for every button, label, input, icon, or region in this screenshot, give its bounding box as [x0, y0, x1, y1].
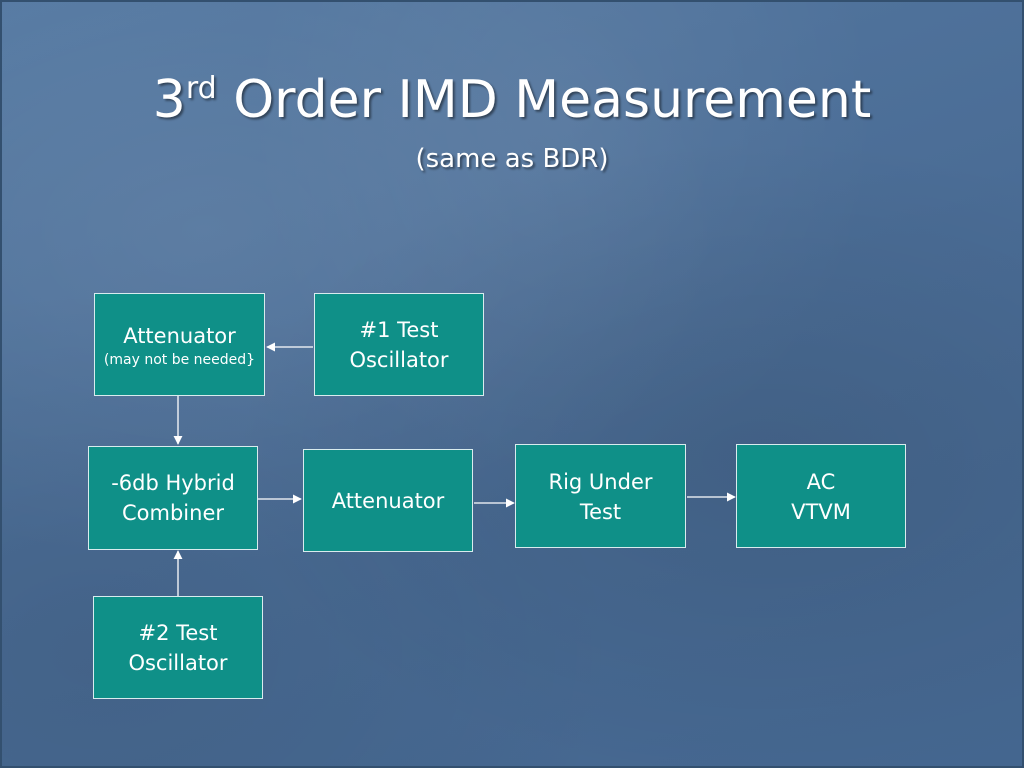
node-hybrid-combiner-line1: -6db Hybrid	[111, 471, 235, 495]
title-number: 3	[152, 70, 186, 130]
node-ac-vtvm-line1: AC	[806, 470, 836, 494]
node-attenuator-1: Attenuator (may not be needed}	[94, 293, 265, 396]
node-attenuator-1-note: (may not be needed}	[103, 351, 256, 368]
node-rig-under-test-line1: Rig Under	[548, 470, 653, 494]
title-ordinal-superscript: rd	[185, 71, 217, 106]
node-rig-under-test: Rig Under Test	[515, 444, 686, 548]
node-ac-vtvm-line2: VTVM	[791, 500, 851, 524]
node-attenuator-2: Attenuator	[303, 449, 473, 552]
node-test-oscillator-2-line2: Oscillator	[128, 650, 228, 675]
title-text: Order IMD Measurement	[216, 70, 872, 130]
node-rig-under-test-line2: Test	[579, 500, 622, 524]
slide-subtitle: (same as BDR)	[415, 144, 609, 174]
node-test-oscillator-2-line1: #2 Test	[138, 620, 218, 645]
node-test-oscillator-1-line2: Oscillator	[349, 347, 449, 372]
node-hybrid-combiner: -6db Hybrid Combiner	[88, 446, 258, 550]
node-attenuator-2-label: Attenuator	[331, 488, 445, 513]
slide-title: 3rd Order IMD Measurement	[0, 68, 1024, 132]
node-ac-vtvm: AC VTVM	[736, 444, 906, 548]
node-test-oscillator-2: #2 Test Oscillator	[93, 596, 263, 699]
node-hybrid-combiner-line2: Combiner	[122, 501, 224, 525]
node-test-oscillator-1-line1: #1 Test	[359, 317, 439, 342]
node-attenuator-1-label: Attenuator	[123, 323, 236, 348]
node-test-oscillator-1: #1 Test Oscillator	[314, 293, 484, 396]
